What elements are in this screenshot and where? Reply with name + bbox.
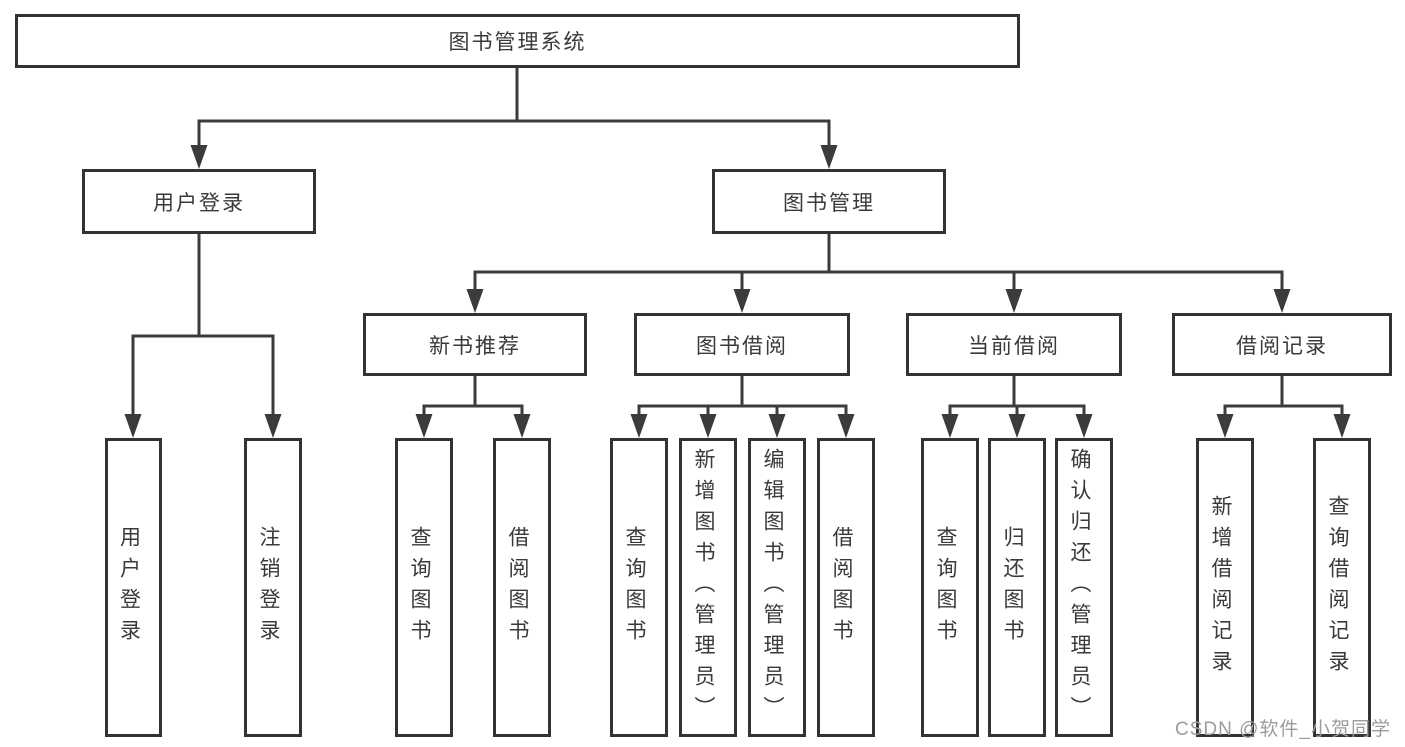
node-current-borrow: 当前借阅 xyxy=(906,313,1122,376)
connector-currentborrow-to-leaves xyxy=(941,374,1093,438)
leaf-add-borrow-record: 新增借阅记录 xyxy=(1196,438,1254,737)
leaf-borrow-books-borrow-label: 借阅图书 xyxy=(830,525,853,650)
node-user-login-label: 用户登录 xyxy=(153,191,245,215)
leaf-logout-login-label: 注销登录 xyxy=(257,525,280,650)
leaf-confirm-return-admin: 确认归还（管理员） xyxy=(1055,438,1113,737)
leaf-logout-login: 注销登录 xyxy=(244,438,302,737)
node-borrow-records-label: 借阅记录 xyxy=(1236,334,1328,358)
leaf-query-borrow-record-label: 查询借阅记录 xyxy=(1326,494,1349,681)
leaf-query-books-borrow-label: 查询图书 xyxy=(623,525,646,650)
node-root-label: 图书管理系统 xyxy=(448,31,587,54)
leaf-query-books-borrow: 查询图书 xyxy=(610,438,668,737)
leaf-return-books: 归还图书 xyxy=(988,438,1046,737)
node-book-management-label: 图书管理 xyxy=(783,191,875,215)
leaf-add-books-admin: 新增图书（管理员） xyxy=(679,438,737,737)
leaf-edit-books-admin: 编辑图书（管理员） xyxy=(748,438,806,737)
connector-bookborrow-to-leaves xyxy=(630,374,855,438)
leaf-query-borrow-record: 查询借阅记录 xyxy=(1313,438,1371,737)
leaf-query-books-current-label: 查询图书 xyxy=(934,525,957,650)
leaf-query-books-newbook-label: 查询图书 xyxy=(408,525,431,650)
node-current-borrow-label: 当前借阅 xyxy=(968,334,1060,358)
csdn-watermark: CSDN @软件_小贺同学 xyxy=(1175,719,1391,740)
leaf-edit-books-admin-label: 编辑图书（管理员） xyxy=(761,448,784,727)
node-book-borrow: 图书借阅 xyxy=(634,313,850,376)
leaf-add-books-admin-label: 新增图书（管理员） xyxy=(692,448,715,727)
node-book-management: 图书管理 xyxy=(712,169,946,234)
connector-borrowrecords-to-leaves xyxy=(1216,374,1351,438)
node-book-borrow-label: 图书借阅 xyxy=(696,334,788,358)
node-new-book-recommend-label: 新书推荐 xyxy=(429,334,521,358)
leaf-return-books-label: 归还图书 xyxy=(1001,525,1024,650)
leaf-borrow-books-newbook-label: 借阅图书 xyxy=(506,525,529,650)
connector-root-to-level2 xyxy=(190,66,838,169)
node-new-book-recommend: 新书推荐 xyxy=(363,313,587,376)
leaf-user-login-label: 用户登录 xyxy=(117,525,141,650)
leaf-add-borrow-record-label: 新增借阅记录 xyxy=(1209,494,1232,681)
leaf-query-books-newbook: 查询图书 xyxy=(395,438,453,737)
leaf-confirm-return-admin-label: 确认归还（管理员） xyxy=(1068,448,1091,727)
leaf-user-login: 用户登录 xyxy=(105,438,162,737)
connector-newbook-to-leaves xyxy=(415,374,531,438)
node-user-login: 用户登录 xyxy=(82,169,316,234)
leaf-query-books-current: 查询图书 xyxy=(921,438,979,737)
connector-bookmgmt-to-level3 xyxy=(466,232,1291,313)
leaf-borrow-books-newbook: 借阅图书 xyxy=(493,438,551,737)
node-root: 图书管理系统 xyxy=(15,14,1020,68)
node-borrow-records: 借阅记录 xyxy=(1172,313,1392,376)
connector-userlogin-to-leaves xyxy=(124,232,282,438)
leaf-borrow-books-borrow: 借阅图书 xyxy=(817,438,875,737)
